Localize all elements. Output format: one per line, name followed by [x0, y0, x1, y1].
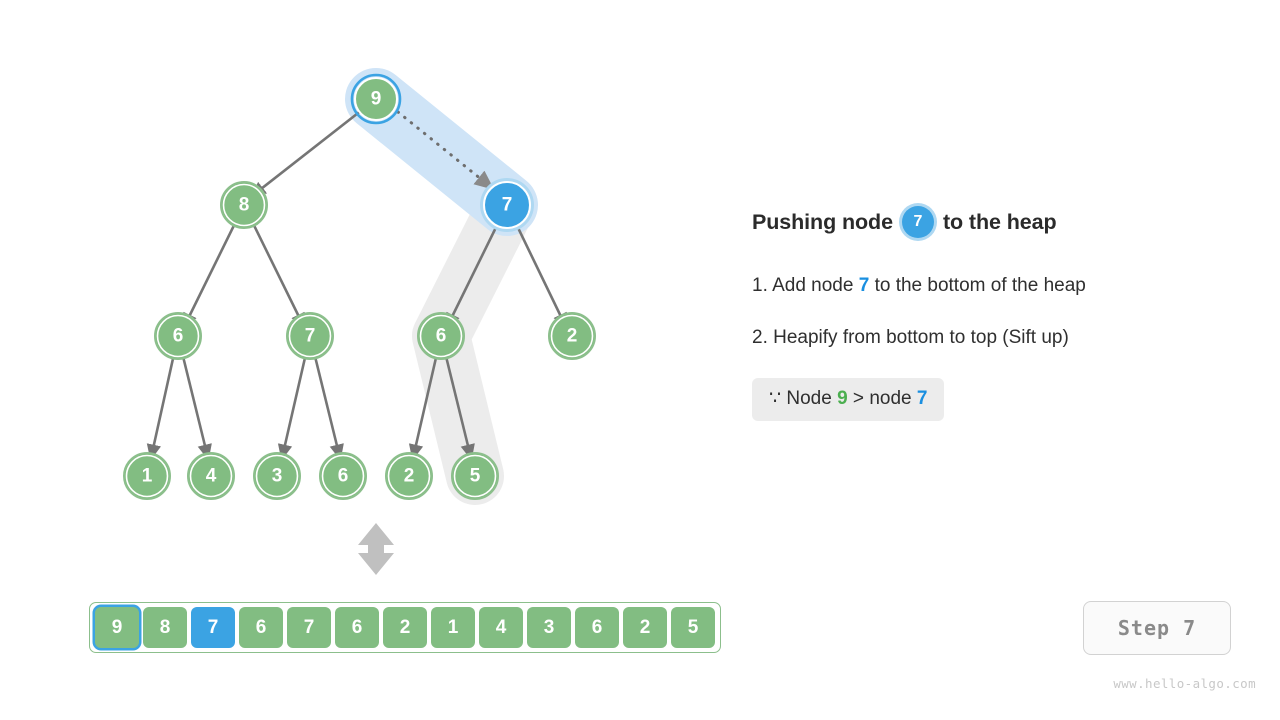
- reason-part1: Node: [781, 387, 838, 409]
- array-cell[interactable]: 1: [431, 607, 475, 648]
- reason-part2: node: [869, 387, 917, 409]
- tree-node-n5[interactable]: 6: [417, 312, 465, 360]
- tree-node-n12[interactable]: 5: [451, 452, 499, 500]
- site-watermark: www.hello-algo.com: [1113, 676, 1256, 691]
- tree-node-n7[interactable]: 1: [123, 452, 171, 500]
- panel-title-prefix: Pushing node: [752, 209, 893, 234]
- tree-node-n1[interactable]: 8: [220, 181, 268, 229]
- array-cell[interactable]: 6: [239, 607, 283, 648]
- tree-node-label: 1: [142, 466, 153, 487]
- panel-title-suffix: to the heap: [942, 209, 1057, 234]
- tree-node-label: 7: [305, 326, 316, 347]
- array-cell[interactable]: 7: [191, 607, 235, 648]
- tree-node-n6[interactable]: 2: [548, 312, 596, 360]
- step-item-2: 2. Heapify from bottom to top (Sift up): [752, 326, 1252, 350]
- tree-node-label: 9: [371, 89, 382, 110]
- tree-node-label: 3: [272, 466, 283, 487]
- because-symbol: ∵: [769, 387, 782, 409]
- array-cell[interactable]: 8: [143, 607, 187, 648]
- step-counter-label: Step 7: [1117, 616, 1197, 640]
- tree-node-label: 4: [206, 466, 217, 487]
- reason-right-value: 7: [916, 387, 928, 409]
- tree-node-label: 7: [502, 195, 513, 216]
- step-counter-badge: Step 7: [1083, 601, 1231, 655]
- reason-callout: ∵ Node 9 > node 7: [752, 377, 945, 421]
- tree-node-label: 6: [338, 466, 349, 487]
- tree-node-label: 5: [470, 466, 481, 487]
- tree-node-label: 6: [173, 326, 184, 347]
- tree-node-n4[interactable]: 7: [286, 312, 334, 360]
- heap-array: 9 8 7 6 7 6 2 1 4 3 6 2 5: [89, 602, 721, 653]
- tree-node-label: 2: [404, 466, 415, 487]
- edge-n0-n1: [249, 97, 377, 198]
- tree-edges: [146, 97, 568, 461]
- tree-node-label: 8: [239, 195, 250, 216]
- tree-node-label: 2: [567, 326, 578, 347]
- step-1-prefix: 1. Add node: [752, 275, 859, 296]
- step-item-1: 1. Add node 7 to the bottom of the heap: [752, 274, 1252, 298]
- tree-node-n8[interactable]: 4: [187, 452, 235, 500]
- array-cell[interactable]: 5: [671, 607, 715, 648]
- heap-tree-diagram: 9 8 7 6 7: [123, 68, 596, 575]
- step-1-suffix: to the bottom of the heap: [869, 275, 1086, 296]
- step-1-highlight: 7: [858, 275, 870, 296]
- highlight-bands: [345, 68, 538, 505]
- array-cell[interactable]: 3: [527, 607, 571, 648]
- step-2-prefix: 2. Heapify from bottom to top (Sift up): [752, 326, 1069, 348]
- array-cell[interactable]: 2: [623, 607, 667, 648]
- tree-nodes: 9 8 7 6 7: [123, 73, 596, 500]
- panel-title: Pushing node 7 to the heap: [752, 200, 1252, 244]
- swap-arrow: [396, 110, 495, 190]
- tree-node-n2[interactable]: 7: [480, 178, 534, 232]
- array-cell[interactable]: 6: [335, 607, 379, 648]
- pushed-node-badge: 7: [898, 203, 937, 241]
- vertical-double-arrow-icon: [358, 523, 394, 575]
- explanation-panel: Pushing node 7 to the heap 1. Add node 7…: [752, 200, 1252, 421]
- tree-node-n11[interactable]: 2: [385, 452, 433, 500]
- tree-node-n9[interactable]: 3: [253, 452, 301, 500]
- reason-operator: >: [847, 387, 870, 409]
- step-list: 1. Add node 7 to the bottom of the heap …: [752, 274, 1252, 421]
- watermark-text: www.hello-algo.com: [1113, 676, 1256, 691]
- reason-left-value: 9: [837, 387, 848, 409]
- tree-node-n3[interactable]: 6: [154, 312, 202, 360]
- array-cell[interactable]: 6: [575, 607, 619, 648]
- tree-node-label: 6: [436, 326, 447, 347]
- array-cell[interactable]: 9: [95, 607, 139, 648]
- array-cell[interactable]: 2: [383, 607, 427, 648]
- tree-node-n0[interactable]: 9: [350, 73, 402, 125]
- array-cell[interactable]: 7: [287, 607, 331, 648]
- array-cell[interactable]: 4: [479, 607, 523, 648]
- badge-value: 7: [901, 206, 934, 238]
- tree-node-n10[interactable]: 6: [319, 452, 367, 500]
